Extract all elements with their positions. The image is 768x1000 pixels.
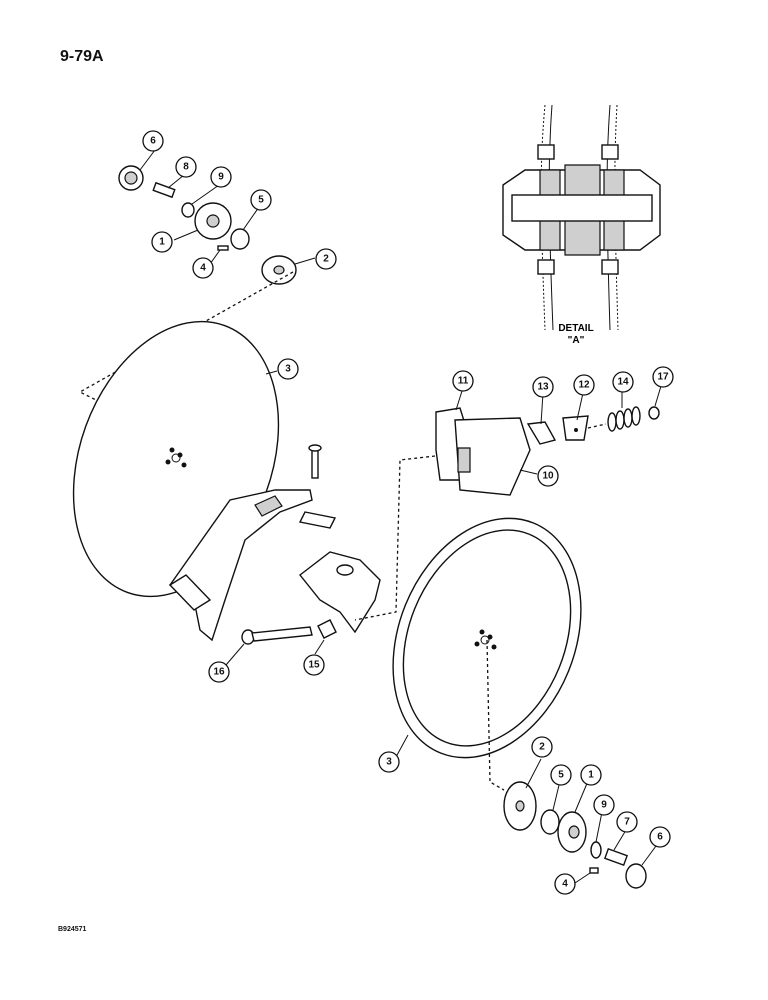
svg-text:14: 14	[617, 377, 629, 388]
detail-label-line2: "A"	[568, 335, 585, 346]
spring	[607, 406, 641, 432]
pin-bottom	[589, 867, 599, 874]
callout-16: 16	[208, 661, 230, 683]
bolt-vertical	[311, 447, 319, 479]
nut	[648, 406, 660, 420]
svg-text:2: 2	[539, 742, 545, 753]
callout-2-bottom: 2	[531, 736, 553, 758]
callout-15: 15	[303, 654, 325, 676]
callout-13: 13	[532, 376, 554, 398]
callout-5-bottom: 5	[550, 764, 572, 786]
svg-text:9: 9	[601, 800, 607, 811]
callout-3-left: 3	[277, 358, 299, 380]
dust-cap-bottom	[625, 863, 647, 889]
callout-8-top: 8	[175, 156, 197, 178]
svg-text:8: 8	[183, 162, 189, 173]
detail-label-line1: DETAIL	[558, 323, 593, 334]
arm-frame	[168, 444, 381, 642]
svg-text:3: 3	[285, 364, 291, 375]
svg-text:9: 9	[218, 172, 224, 183]
svg-text:5: 5	[258, 195, 264, 206]
callout-6-bottom: 6	[649, 826, 671, 848]
bolt-top	[152, 181, 176, 199]
callout-9-bottom: 9	[593, 794, 615, 816]
callout-17: 17	[652, 366, 674, 388]
callout-5-top: 5	[250, 189, 272, 211]
callout-2-top: 2	[315, 248, 337, 270]
svg-text:6: 6	[150, 136, 156, 147]
svg-text:11: 11	[458, 376, 469, 387]
svg-text:3: 3	[386, 757, 392, 768]
svg-text:7: 7	[624, 817, 630, 828]
svg-text:5: 5	[558, 770, 564, 781]
disc-left-holes	[165, 447, 187, 468]
callout-6-top: 6	[142, 130, 164, 152]
svg-text:1: 1	[588, 770, 594, 781]
svg-text:2: 2	[323, 254, 329, 265]
callout-3-right: 3	[378, 751, 400, 773]
svg-text:16: 16	[213, 667, 225, 678]
pin-top	[217, 245, 229, 251]
figure-code: B924571	[58, 926, 87, 933]
callout-4-top: 4	[192, 257, 214, 279]
callout-9-top: 9	[210, 166, 232, 188]
bearing-top	[230, 228, 250, 250]
bolt-bottom	[603, 847, 629, 867]
callout-1-top: 1	[151, 231, 173, 253]
washer-top	[181, 202, 195, 218]
callout-4-bottom: 4	[554, 873, 576, 895]
scraper-blade	[454, 417, 531, 496]
shank	[299, 551, 381, 634]
bracket-13	[526, 421, 557, 445]
svg-text:6: 6	[657, 832, 663, 843]
scraper-assembly	[435, 406, 660, 496]
svg-text:1: 1	[159, 237, 165, 248]
washer-bottom	[590, 841, 602, 859]
disc-right-holes	[474, 629, 497, 650]
svg-text:12: 12	[578, 380, 590, 391]
callout-1-bottom: 1	[580, 764, 602, 786]
bottom-hub-group	[503, 781, 647, 889]
svg-text:10: 10	[542, 471, 554, 482]
detail-a-drawing	[502, 104, 661, 331]
page-number: 9-79A	[60, 48, 104, 65]
callout-11: 11	[452, 370, 474, 392]
svg-text:13: 13	[537, 382, 549, 393]
bracket-12	[562, 415, 589, 441]
callout-12: 12	[573, 374, 595, 396]
svg-text:17: 17	[657, 372, 669, 383]
svg-text:4: 4	[200, 263, 206, 274]
callout-7-bottom: 7	[616, 811, 638, 833]
svg-text:4: 4	[562, 879, 568, 890]
bearing-bottom	[540, 809, 560, 835]
top-hub-group	[118, 165, 297, 285]
long-bolt	[241, 619, 337, 645]
svg-text:15: 15	[308, 660, 320, 671]
callout-10: 10	[537, 465, 559, 487]
callout-14: 14	[612, 371, 634, 393]
